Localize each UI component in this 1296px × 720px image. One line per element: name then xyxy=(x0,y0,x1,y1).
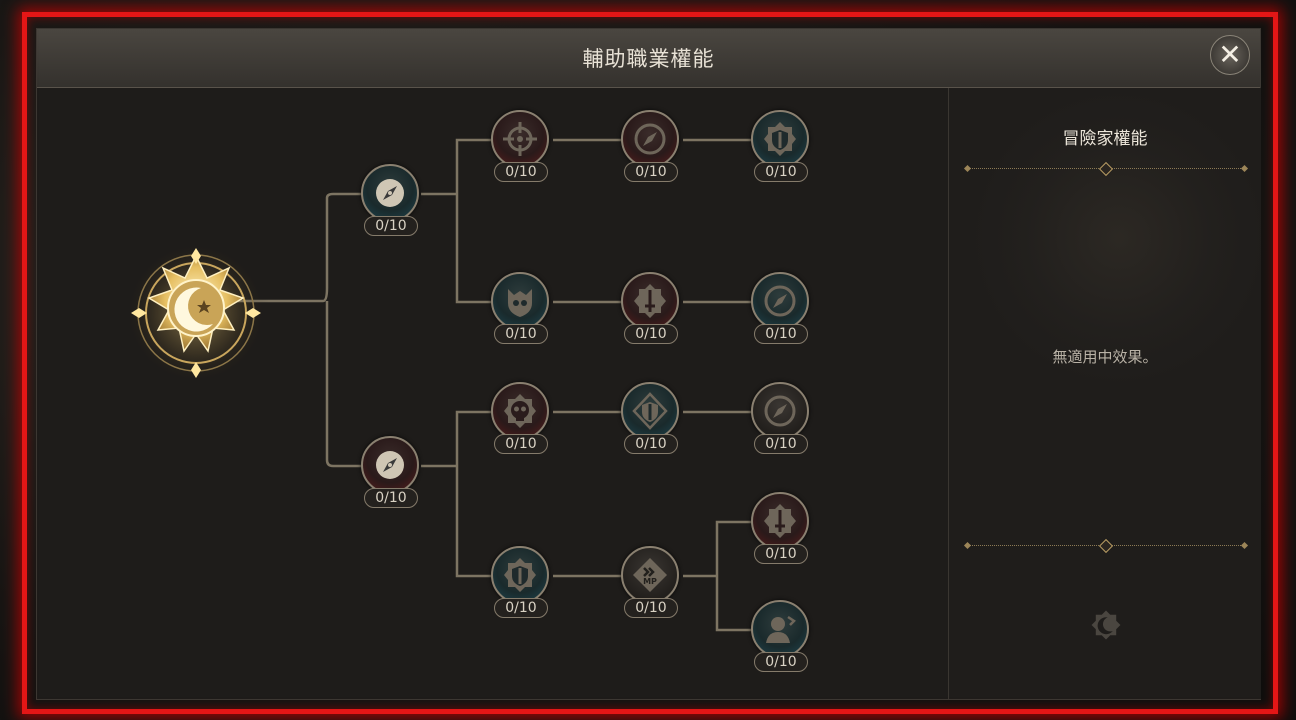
tree-connectors xyxy=(237,138,753,632)
svg-text:MP: MP xyxy=(643,577,657,586)
skill-node-a2-3[interactable]: 0/10 xyxy=(749,272,813,352)
node-ring xyxy=(751,382,809,440)
shield-icon xyxy=(632,392,668,430)
main-skill-emblem[interactable] xyxy=(121,238,271,388)
node-ring xyxy=(751,272,809,330)
mp-boost-icon: MP xyxy=(633,558,667,592)
crosshair-icon xyxy=(503,122,537,156)
node-level: 0/10 xyxy=(494,434,548,454)
compass-icon xyxy=(634,123,666,155)
skill-node-branch-b[interactable]: 0/10 xyxy=(359,436,423,516)
close-x-icon: ✕ xyxy=(1218,38,1242,71)
node-level: 0/10 xyxy=(494,162,548,182)
node-level: 0/10 xyxy=(754,652,808,672)
node-level: 0/10 xyxy=(364,216,418,236)
horned-skull-shield-icon xyxy=(508,289,532,317)
node-ring xyxy=(491,110,549,168)
title-bar: 輔助職業權能 ✕ xyxy=(37,29,1260,88)
node-ring: MP xyxy=(621,546,679,604)
connector-a xyxy=(421,138,493,304)
connector-b2 xyxy=(553,520,753,632)
no-effect-message: 無適用中效果。 xyxy=(1052,348,1158,366)
user-icon xyxy=(766,615,796,643)
skill-node-a2-1[interactable]: 0/10 xyxy=(489,272,553,352)
skill-node-b2-1[interactable]: 0/10 xyxy=(489,546,553,626)
skill-node-a2-2[interactable]: 0/10 xyxy=(619,272,683,352)
node-level: 0/10 xyxy=(754,324,808,344)
node-level: 0/10 xyxy=(624,598,678,618)
sun-decoration xyxy=(969,88,1261,388)
shield-icon xyxy=(504,558,536,592)
node-ring xyxy=(751,492,809,550)
compass-icon xyxy=(376,179,404,207)
node-ring xyxy=(361,164,419,222)
node-ring xyxy=(491,382,549,440)
divider-bottom xyxy=(963,538,1249,554)
skill-node-a1-3[interactable]: 0/10 xyxy=(749,110,813,190)
skill-tree: 0/10 0/10 0/10 0/10 0/10 xyxy=(37,88,947,699)
window-title: 輔助職業權能 xyxy=(582,47,715,71)
node-level: 0/10 xyxy=(624,162,678,182)
node-ring xyxy=(621,110,679,168)
node-ring xyxy=(621,382,679,440)
skill-node-b1-1[interactable]: 0/10 xyxy=(489,382,553,462)
compass-icon xyxy=(376,451,404,479)
skill-node-a1-2[interactable]: 0/10 xyxy=(619,110,683,190)
job-skill-panel: 輔助職業權能 ✕ xyxy=(36,28,1261,700)
skill-node-branch-a[interactable]: 0/10 xyxy=(359,164,423,244)
connector-trunk xyxy=(322,192,363,303)
node-level: 0/10 xyxy=(494,324,548,344)
skill-node-b1-2[interactable]: 0/10 xyxy=(619,382,683,462)
node-level: 0/10 xyxy=(364,488,418,508)
node-level: 0/10 xyxy=(624,434,678,454)
node-level: 0/10 xyxy=(494,598,548,618)
connector-trunk-b xyxy=(325,301,363,468)
effects-side-panel: 冒險家權能 無適用中效果。 xyxy=(948,88,1261,699)
skill-node-b2-4[interactable]: 0/10 xyxy=(749,600,813,680)
node-ring xyxy=(621,272,679,330)
crescent-star-emblem-icon xyxy=(122,239,270,387)
skill-node-b2-2[interactable]: MP 0/10 xyxy=(619,546,683,626)
node-level: 0/10 xyxy=(624,324,678,344)
node-level: 0/10 xyxy=(754,162,808,182)
close-button[interactable]: ✕ xyxy=(1210,35,1250,75)
node-ring xyxy=(491,546,549,604)
node-ring xyxy=(361,436,419,494)
compass-icon xyxy=(764,395,796,427)
skill-node-a1-1[interactable]: 0/10 xyxy=(489,110,553,190)
divider-top xyxy=(963,161,1249,177)
shield-icon xyxy=(764,122,796,156)
node-level: 0/10 xyxy=(754,434,808,454)
skill-node-b1-3[interactable]: 0/10 xyxy=(749,382,813,462)
node-ring xyxy=(751,600,809,658)
sword-icon xyxy=(764,504,796,538)
node-ring xyxy=(491,272,549,330)
node-level: 0/10 xyxy=(754,544,808,564)
skull-icon xyxy=(504,394,536,428)
compass-icon xyxy=(764,285,796,317)
skill-node-b2-3[interactable]: 0/10 xyxy=(749,492,813,572)
sword-icon xyxy=(634,284,666,318)
side-panel-title: 冒險家權能 xyxy=(1062,129,1148,149)
connector-b xyxy=(421,410,493,578)
sun-moon-emblem-icon xyxy=(1091,610,1121,640)
node-ring xyxy=(751,110,809,168)
